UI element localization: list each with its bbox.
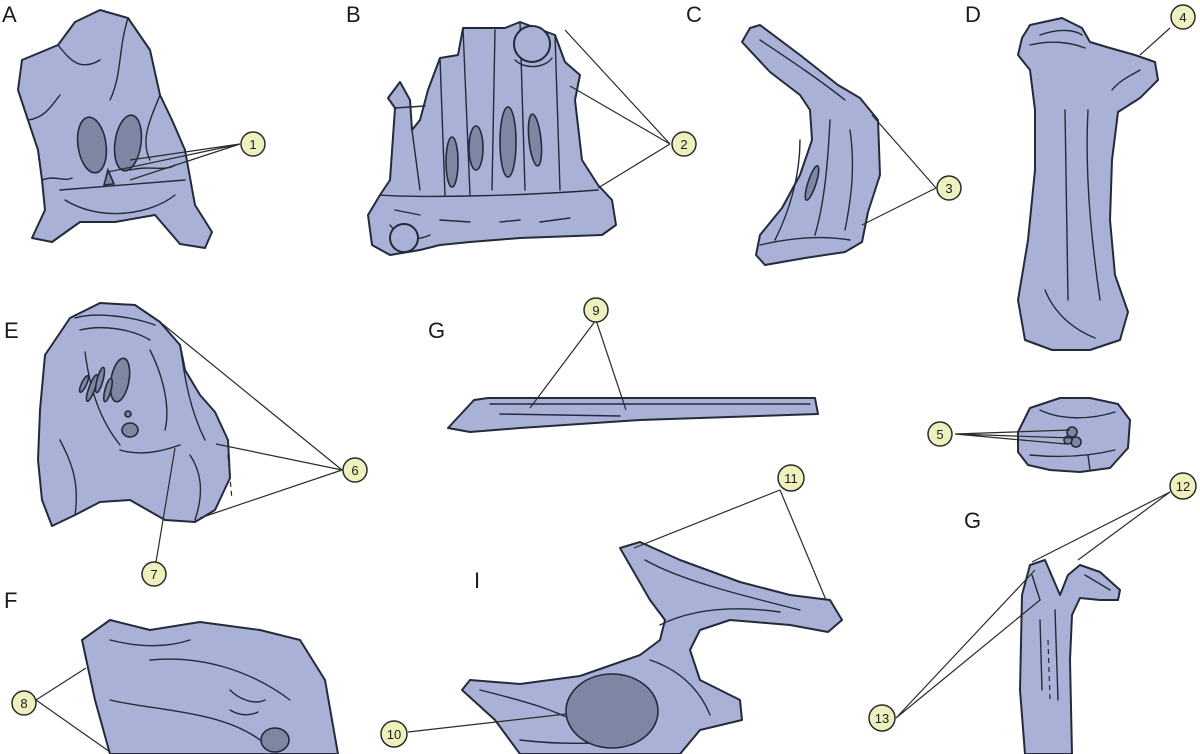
bone-b (367, 21, 617, 256)
callout-5-number: 5 (936, 427, 943, 442)
bone-a (17, 9, 213, 249)
callout-2: 2 (671, 131, 697, 157)
callout-11-number: 11 (784, 471, 798, 486)
callout-4-number: 4 (1179, 10, 1186, 25)
callout-3: 3 (936, 175, 962, 201)
callout-10: 10 (380, 720, 408, 748)
panel-label-g-bottom: G (964, 508, 981, 533)
callout-6: 6 (342, 457, 368, 483)
panel-label-i: I (474, 568, 480, 593)
panel-label-f: F (4, 588, 17, 613)
bone-g2 (1019, 559, 1121, 754)
callout-9: 9 (583, 297, 609, 323)
panel-label-e: E (4, 318, 19, 343)
callout-8: 8 (11, 690, 37, 716)
callout-1-number: 1 (249, 137, 256, 152)
callout-6-number: 6 (351, 463, 358, 478)
bone-d (1017, 17, 1159, 351)
panel-label-b: B (346, 2, 361, 27)
bone-g-strip (447, 397, 819, 433)
callout-13: 13 (868, 704, 896, 732)
callout-4: 4 (1170, 4, 1196, 30)
callout-3-number: 3 (945, 181, 952, 196)
callout-1: 1 (240, 131, 266, 157)
callout-7: 7 (141, 561, 167, 587)
panel-label-d: D (965, 2, 981, 27)
callout-12-number: 12 (1176, 479, 1190, 494)
pointer-lines (35, 27, 1171, 753)
callout-11: 11 (777, 464, 805, 492)
panel-label-c: C (686, 2, 702, 27)
bone-f (81, 619, 339, 754)
callout-10-number: 10 (387, 727, 401, 742)
bone-c (741, 24, 881, 266)
panel-label-g-strip: G (428, 318, 445, 343)
panel-label-a: A (2, 2, 17, 27)
bone-i (461, 541, 843, 754)
callout-12: 12 (1169, 472, 1197, 500)
callout-9-number: 9 (592, 303, 599, 318)
callout-13-number: 13 (875, 711, 889, 726)
bone-e (37, 302, 233, 527)
callout-2-number: 2 (680, 137, 687, 152)
callout-5: 5 (927, 421, 953, 447)
callout-8-number: 8 (20, 696, 27, 711)
callout-7-number: 7 (150, 567, 157, 582)
bone-d-small (1017, 397, 1131, 473)
